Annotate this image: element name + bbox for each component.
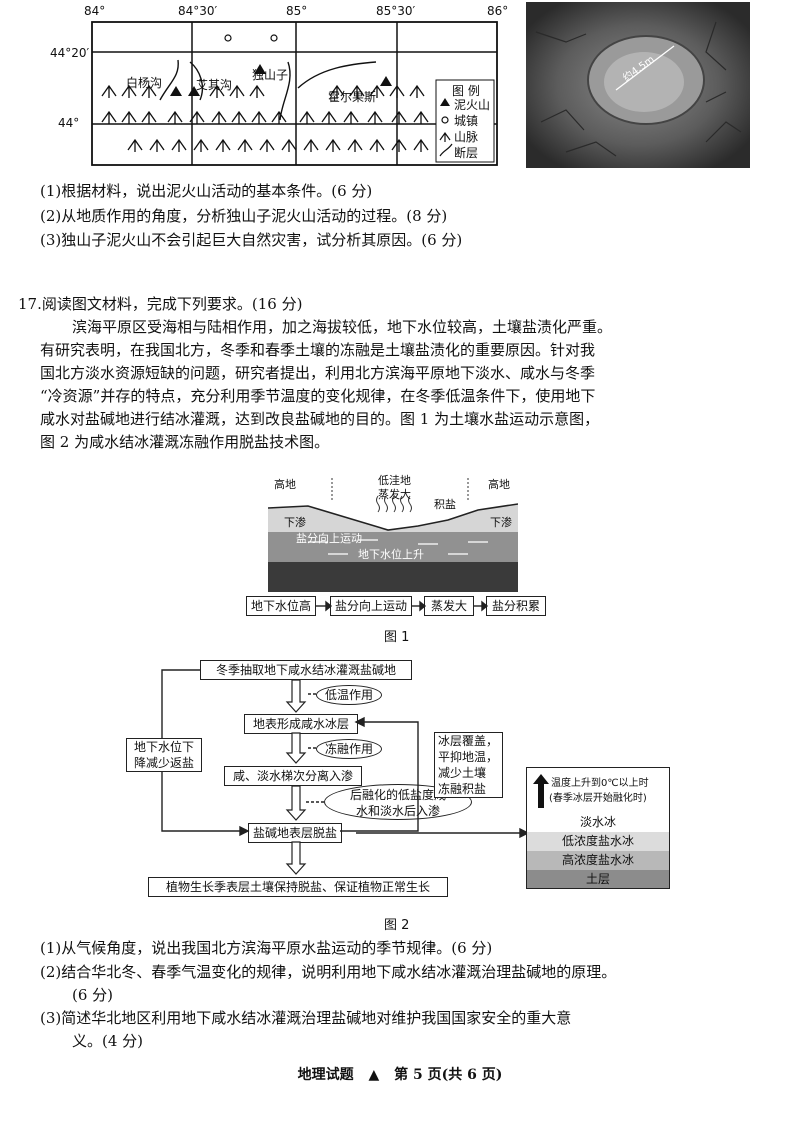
lon-label: 84°	[84, 4, 106, 18]
fig2-right-note-line: 冻融积盐	[438, 782, 487, 796]
fig1-water-up: 地下水位上升	[358, 548, 424, 561]
fig2-top: 冬季抽取地下咸水结冰灌溉盐碱地	[200, 660, 412, 680]
mud-volcano-photo: 约4.5m	[526, 2, 750, 168]
fig1-high-right: 高地	[488, 478, 510, 491]
q16-sub2: (2)从地质作用的角度，分析独山子泥火山活动的过程。(8 分)	[40, 207, 448, 225]
lon-label: 84°30′	[178, 4, 218, 18]
fig2-plant-growth: 植物生长季表层土壤保持脱盐、保证植物正常生长	[148, 877, 448, 897]
fig2-left-note: 地下水位下 降减少返盐	[126, 738, 202, 772]
q17-title: 17.阅读图文材料，完成下列要求。(16 分)	[18, 295, 303, 313]
footer-triangle-icon: ▲	[368, 1067, 380, 1083]
footer-subject: 地理试题	[297, 1067, 354, 1083]
map-frame	[91, 21, 498, 166]
fig1-flow-step: 盐分向上运动	[330, 596, 412, 616]
lon-label: 85°30′	[376, 4, 416, 18]
q17-sub1: (1)从气候角度，说出我国北方滨海平原水盐运动的季节规律。(6 分)	[40, 939, 493, 957]
figure-1: 高地 低洼地 蒸发大 积盐 高地 下渗 下渗 盐分向上运动 地下水位上升	[268, 470, 548, 630]
q17-sub3-cont: 义。(4 分)	[72, 1032, 144, 1050]
legend-title: 图 例	[452, 84, 480, 98]
page-footer: 地理试题 ▲ 第 5 页(共 6 页)	[0, 1064, 800, 1084]
fig2-right-note-line: 减少土壤	[438, 766, 487, 780]
place-huoerguosi: 霍尔果斯	[328, 90, 377, 104]
q17-line: 有研究表明，在我国北方，冬季和春季土壤的冻融是土壤盐渍化的重要原因。针对我	[40, 341, 596, 359]
fig2-layer-high-salt-ice: 高浓度盐水冰	[527, 851, 669, 870]
fig1-evaporation: 蒸发大	[378, 488, 411, 501]
fig2-right-note: 冰层覆盖， 平抑地温， 减少土壤 冻融积盐	[434, 732, 503, 798]
q17-line: “冷资源”并存的特点，充分利用季节温度的变化规律，在冬季低温条件下，使用地下	[40, 387, 596, 405]
lat-label: 44°20′	[50, 46, 90, 60]
fig2-ice-legend: 温度上升到0℃以上时 (春季冰层开始融化时) 淡水冰 低浓度盐水冰 高浓度盐水冰…	[526, 767, 670, 889]
legend-mountain: 山脉	[454, 130, 479, 144]
lon-label: 86°	[487, 4, 509, 18]
location-map: 84° 84°30′ 85° 85°30′ 86° 44°20′ 44°	[50, 0, 510, 172]
fig2-left-note-line2: 降减少返盐	[133, 756, 194, 770]
q17-material: 滨海平原区受海相与陆相作用，加之海拔较低，地下水位较高，土壤盐渍化严重。 有研究…	[40, 316, 780, 454]
footer-page-number: 第 5 页(共 6 页)	[394, 1067, 503, 1083]
q17-sub3: (3)简述华北地区利用地下咸水结冰灌溉治理盐碱地对维护我国国家安全的重大意	[40, 1009, 572, 1027]
q17-line: 咸水对盐碱地进行结冰灌溉，达到改良盐碱地的目的。图 1 为土壤水盐运动示意图，	[40, 410, 600, 428]
q17-line: 国北方淡水资源短缺的问题，研究者提出，利用北方滨海平原地下淡水、咸水与冬季	[40, 364, 596, 382]
fig1-flow-step: 盐分积累	[486, 596, 546, 616]
fig1-caption: 图 1	[384, 630, 410, 645]
fig2-legend-line2: (春季冰层开始融化时)	[549, 793, 647, 804]
fig1-salt-up: 盐分向上运动	[296, 532, 362, 545]
fig2-legend-line1: 温度上升到0℃以上时	[551, 778, 649, 789]
q17-line: 滨海平原区受海相与陆相作用，加之海拔较低，地下水位较高，土壤盐渍化严重。	[72, 318, 613, 336]
place-dushanzi: 独山子	[252, 68, 289, 82]
fig2-left-note-line1: 地下水位下	[133, 740, 194, 754]
fig1-flow-step: 地下水位高	[246, 596, 316, 616]
fig1-seep-left: 下渗	[284, 516, 306, 529]
lat-label: 44°	[58, 116, 80, 130]
fig2-ice-layer: 地表形成咸水冰层	[244, 714, 358, 734]
fig2-freeze-thaw: 冻融作用	[316, 739, 382, 759]
fig2-layer-soil: 土层	[527, 870, 669, 888]
fig1-salt: 积盐	[434, 498, 456, 511]
fig1-flow-step: 蒸发大	[424, 596, 474, 616]
fig2-caption: 图 2	[384, 918, 410, 933]
fig2-right-note-line: 平抑地温，	[438, 750, 499, 764]
fig2-low-temp: 低温作用	[316, 685, 382, 705]
place-aiqigou: 艾其沟	[196, 78, 233, 92]
legend-fault: 断层	[454, 146, 479, 160]
q16-sub1: (1)根据材料，说出泥火山活动的基本条件。(6 分)	[40, 182, 373, 200]
legend-mud-volcano: 泥火山	[454, 98, 491, 112]
fig1-lowland: 低洼地	[378, 474, 411, 487]
q16-sub3: (3)独山子泥火山不会引起巨大自然灾害，试分析其原因。(6 分)	[40, 231, 463, 249]
q17-line: 图 2 为咸水结冰灌溉冻融作用脱盐技术图。	[40, 433, 330, 451]
fig2-late-melt-line1: 后融化的低盐度咸	[349, 788, 446, 802]
q17-sub2: (2)结合华北冬、春季气温变化的规律，说明利用地下咸水结冰灌溉治理盐碱地的原理。	[40, 963, 617, 981]
fig2-layer-fresh-ice: 淡水冰	[527, 812, 669, 832]
fig2-right-note-line: 冰层覆盖，	[438, 734, 499, 748]
fig1-high-left: 高地	[274, 478, 296, 491]
fig2-layer-low-salt-ice: 低浓度盐水冰	[527, 832, 669, 851]
q17-sub2-score: (6 分)	[72, 986, 114, 1004]
fig2-late-melt-line2: 水和淡水后入渗	[355, 804, 440, 818]
place-baiyanggou: 白杨沟	[126, 76, 163, 90]
legend-town: 城镇	[454, 114, 479, 128]
fig1-seep-right: 下渗	[490, 516, 512, 529]
lon-label: 85°	[286, 4, 308, 18]
